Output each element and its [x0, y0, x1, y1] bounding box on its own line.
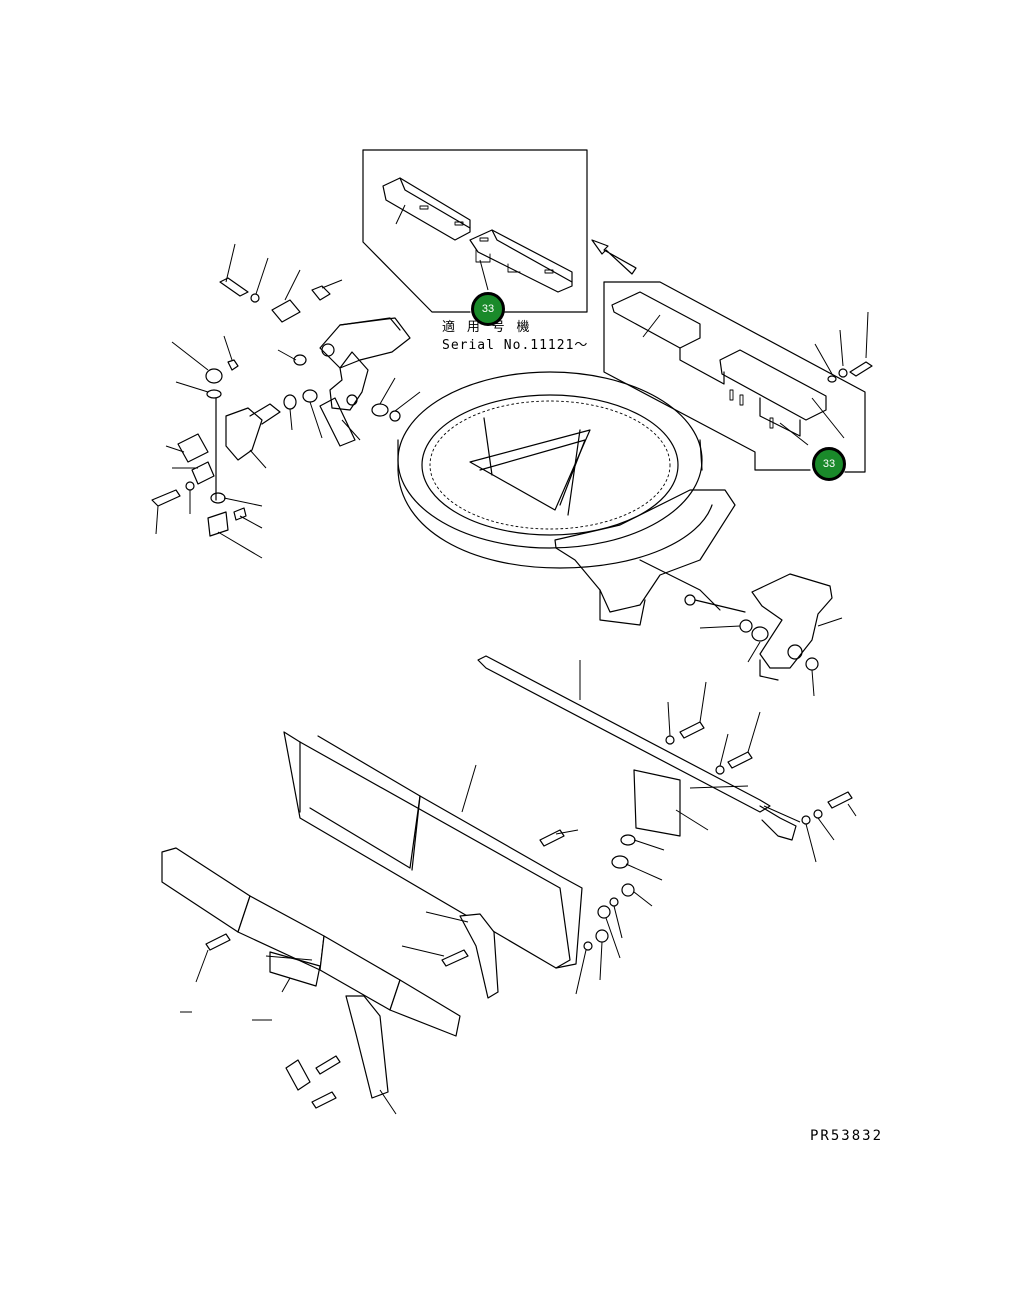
- upper-left-linkage: [151, 243, 421, 559]
- callout-33-inset[interactable]: 33: [471, 292, 505, 326]
- inset-applicable-label: 適 用 号 機: [442, 320, 532, 335]
- inset-frame: [362, 149, 588, 313]
- swing-circle: [397, 371, 746, 626]
- right-bracket-assembly: [699, 573, 843, 697]
- inset-serial-label: Serial No.11121～: [442, 338, 589, 353]
- bracket-detail-frame: [603, 281, 873, 473]
- callout-33-bracket[interactable]: 33: [812, 447, 846, 481]
- dozer-blade: [161, 655, 857, 1115]
- inset-arrow: [591, 239, 637, 275]
- drawing-number: PR53832: [810, 1128, 884, 1144]
